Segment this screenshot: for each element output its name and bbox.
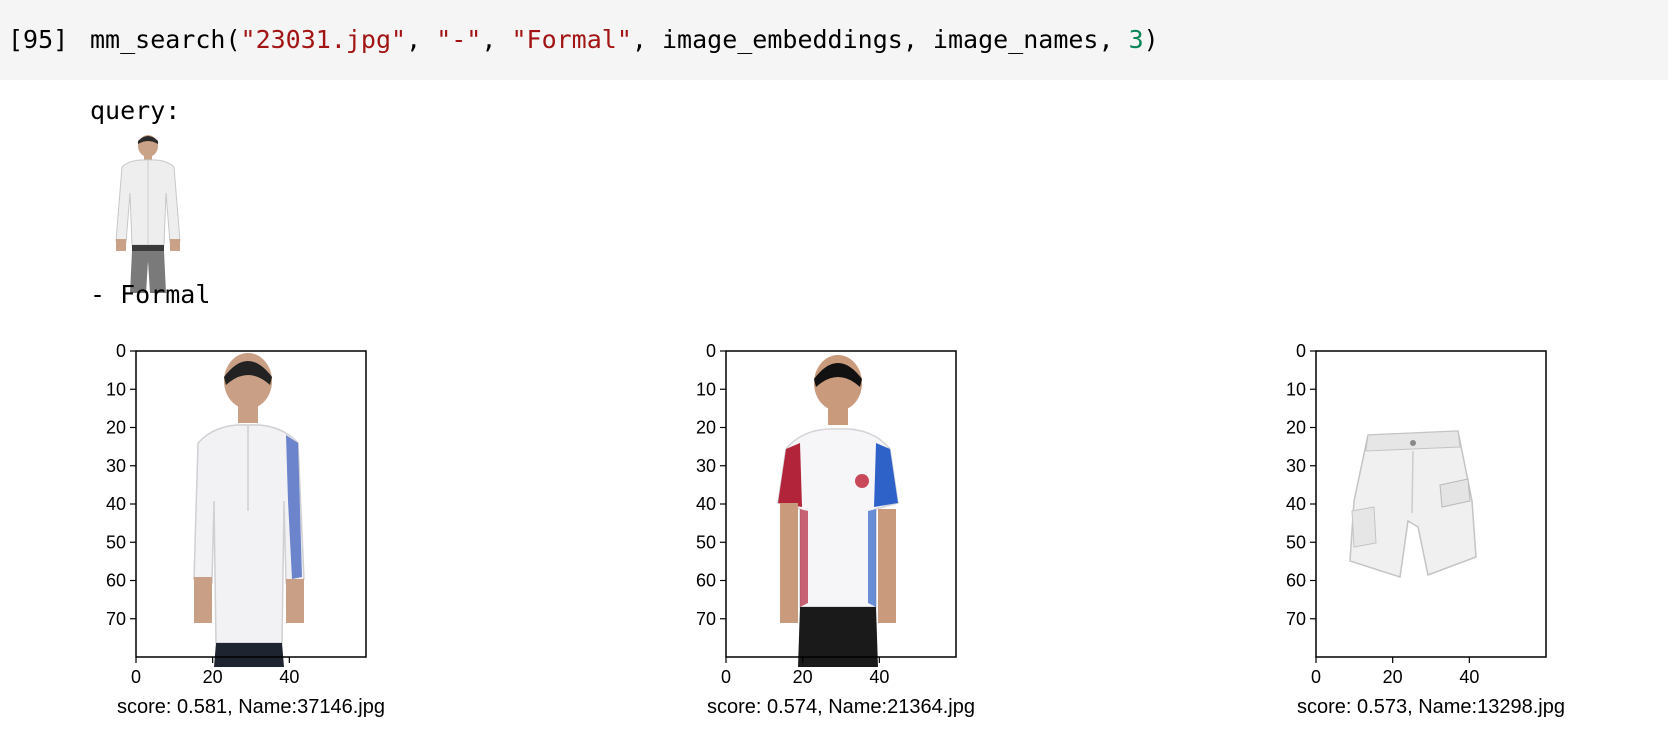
x-tick-label: 40 xyxy=(279,667,299,687)
code-close: ) xyxy=(1143,25,1159,54)
y-tick-label: 40 xyxy=(1286,494,1306,514)
y-tick-label: 20 xyxy=(1286,418,1306,438)
y-tick-label: 70 xyxy=(106,609,126,629)
result-caption: score: 0.574, Name:21364.jpg xyxy=(707,696,975,718)
code-arg-op: "-" xyxy=(436,25,482,54)
y-tick-label: 30 xyxy=(696,456,716,476)
x-tick-label: 20 xyxy=(1383,667,1403,687)
y-tick-label: 0 xyxy=(116,341,126,361)
y-tick-label: 50 xyxy=(106,532,126,552)
y-tick-label: 70 xyxy=(696,609,716,629)
execution-count: [95] xyxy=(8,25,69,54)
x-tick-label: 0 xyxy=(131,667,141,687)
code-arg-text: "Formal" xyxy=(511,25,632,54)
x-tick-label: 40 xyxy=(869,667,889,687)
result-plot-1: 0 10 20 30 40 50 60 70 0 20 40 score: 0.581, Name:3… xyxy=(106,341,385,718)
y-tick-label: 20 xyxy=(696,418,716,438)
modifier-label: - Formal xyxy=(90,280,211,309)
code-sep: , xyxy=(406,25,437,54)
code-func: mm_search( xyxy=(90,25,241,54)
y-tick-label: 10 xyxy=(106,379,126,399)
y-tick-label: 40 xyxy=(106,494,126,514)
y-tick-label: 30 xyxy=(1286,456,1306,476)
result-plot-3: 0 10 20 30 40 50 60 70 0 20 40 score: 0.573, Name:1… xyxy=(1286,341,1565,718)
man-polo-shirt-image xyxy=(726,351,956,667)
y-tick-label: 30 xyxy=(106,456,126,476)
code-arg-query: "23031.jpg" xyxy=(240,25,407,54)
y-tick-label: 0 xyxy=(706,341,716,361)
y-tick-label: 60 xyxy=(106,571,126,591)
white-cargo-shorts-image xyxy=(1316,351,1546,657)
y-tick-label: 40 xyxy=(696,494,716,514)
query-image xyxy=(100,133,196,293)
y-tick-label: 20 xyxy=(106,418,126,438)
man-white-kurta-shirt-image xyxy=(136,351,366,667)
code-sep: , xyxy=(481,25,512,54)
y-tick-label: 0 xyxy=(1296,341,1306,361)
y-tick-label: 10 xyxy=(696,379,716,399)
x-tick-label: 0 xyxy=(1311,667,1321,687)
x-tick-label: 40 xyxy=(1459,667,1479,687)
code-line[interactable]: mm_search("23031.jpg", "-", "Formal", im… xyxy=(90,0,1159,80)
y-tick-label: 10 xyxy=(1286,379,1306,399)
x-tick-label: 0 xyxy=(721,667,731,687)
query-label: query: xyxy=(90,96,181,125)
code-arg-k: 3 xyxy=(1128,25,1144,54)
y-tick-label: 50 xyxy=(696,532,716,552)
result-caption: score: 0.573, Name:13298.jpg xyxy=(1297,696,1565,718)
y-tick-label: 60 xyxy=(696,571,716,591)
result-caption: score: 0.581, Name:37146.jpg xyxy=(117,696,385,718)
result-plot-2: 0 10 20 30 40 50 60 70 0 20 40 score: 0.574, Name:2… xyxy=(696,341,975,718)
y-tick-label: 50 xyxy=(1286,532,1306,552)
code-sep: , image_embeddings, image_names, xyxy=(631,25,1129,54)
code-cell-input[interactable]: [95] mm_search("23031.jpg", "-", "Formal… xyxy=(0,0,1668,80)
x-tick-label: 20 xyxy=(793,667,813,687)
y-tick-label: 60 xyxy=(1286,571,1306,591)
x-tick-label: 20 xyxy=(203,667,223,687)
y-tick-label: 70 xyxy=(1286,609,1306,629)
